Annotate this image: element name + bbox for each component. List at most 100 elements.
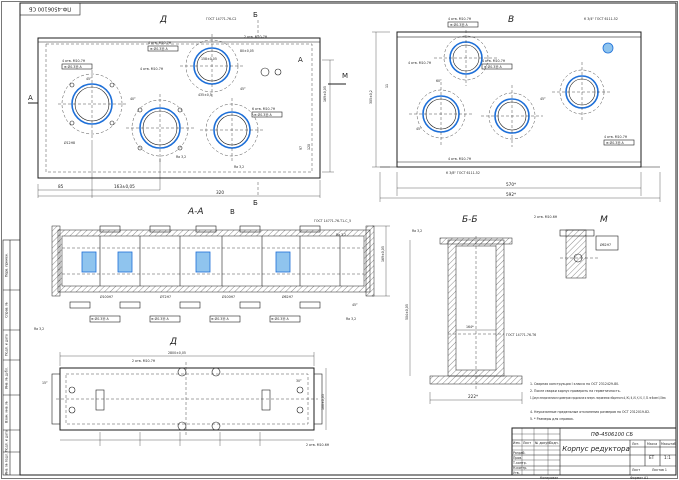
view-d-callout-tol-d: ⊕ Ø0.3Ⓜ А (254, 112, 272, 117)
view-d2-angle: 30° (296, 379, 302, 383)
view-d-angle-b: 40° (130, 97, 136, 101)
title-block-sheet: Лист (632, 468, 640, 472)
note-5: 5. * Размеры для справок. (530, 417, 574, 421)
view-v-angle-b: 60° (436, 79, 442, 83)
view-d-section-a-right: А (298, 56, 303, 64)
view-v-callout-tol-a: ⊕ Ø0.3Ⓜ А (450, 22, 468, 27)
view-v-callout-thread-1: К 3/4" ГОСТ 6111-52 (584, 17, 618, 21)
view-v-callout-holes-a: 4 отв. М10-7Н (448, 17, 472, 21)
view-d-callout-holes-c: 4 отв. М10-7Н (140, 67, 164, 71)
rotated-stamp: ПФ-4506100 СБ (28, 6, 71, 12)
view-d2-label: Д (169, 337, 177, 347)
view-v-angle-a: 45° (416, 127, 422, 131)
view-v-angle-c: 45° (540, 97, 546, 101)
side-cell-5: Взам. инв. № (5, 401, 9, 423)
title-block-row-2: Лист (523, 441, 531, 445)
section-a-a-tol-3: ⊕ Ø0.3Ⓜ А (211, 316, 229, 321)
technical-notes: 1. Сварная конструкция I класса по ОСТ 2… (530, 382, 666, 421)
view-d: Д А А М Б Б (28, 11, 348, 207)
view-d-arrow-b-bottom: Б (253, 199, 258, 207)
section-a-a-ra-1: Ra 3,2 (336, 233, 346, 237)
section-b-b-dim-h: 504±0,05 (405, 304, 409, 320)
title-block-row-8: Т.контр. (512, 461, 527, 465)
title-block-row-4: Подп. (549, 441, 559, 445)
view-d-arrow-m: М (342, 72, 348, 80)
side-cell-7: Инв. № подл. (5, 453, 9, 475)
view-d-callout-holes-e: 2 отв. М10-7Н (244, 35, 268, 39)
view-d2-dim-w: 2800±0,05 (168, 351, 186, 355)
view-v: В 4 отв. М10-7Н ⊕ Ø0.3Ⓜ А 4 отв. М10-7Н … (369, 15, 661, 202)
title-block-format: Формат А1 (630, 476, 648, 480)
view-v-callout-thread-2: К 3/8" ГОСТ 6111-52 (446, 171, 480, 175)
sheet-inner-frame (19, 2, 677, 476)
section-a-a-dia-a: Ø100H7 (100, 294, 113, 299)
side-cell-1: Перв. примен. (5, 253, 9, 277)
note-1: 1. Сварная конструкция I класса по ОСТ 2… (530, 382, 619, 386)
side-table: Перв. примен. Справ. № Подп. и дата Инв.… (2, 239, 21, 476)
view-d-callout-weld-1: ГОСТ 14771-76-С2 (206, 17, 236, 21)
view-v-dim-w2: 592* (506, 192, 516, 197)
view-v-callout-tol-d: ⊕ Ø0.3Ⓜ А (606, 140, 624, 145)
view-d-dim-top-2: 158±0,05 (201, 57, 217, 61)
view-v-callout-holes-d: 4 отв. М10-7Н (604, 135, 628, 139)
section-a-a-ra-3: Ra 3,2 (346, 317, 356, 321)
view-d2: Д 2800±0,05 188±0,05 2 отв. М10-7Н 2 отв… (42, 337, 330, 447)
view-v-callout-holes-b: 4 отв. М10-7Н (408, 61, 432, 65)
note-4: 4. Неуказанные предельные отклонения раз… (530, 410, 650, 414)
view-d-ra-1: Ra 3,2 (176, 155, 186, 159)
view-d-callout-holes-d: 6 отв. М10-7Н (252, 107, 276, 111)
view-d-dim-top-3: 435±0,5 (198, 93, 212, 97)
section-b-b-dim-w2: 164* (466, 325, 474, 329)
section-a-a-dim-h: 169±0,05 (381, 246, 385, 262)
view-d-dim-bot-3: 320 (216, 190, 224, 195)
title-block-lit: Лит. (632, 442, 639, 446)
view-d-dim-hole: Ø12H8 (64, 140, 75, 145)
title-block-copied: Копировал (540, 476, 558, 480)
section-a-a: А-А В (34, 207, 390, 331)
title-block-name: Корпус редуктора (562, 445, 630, 453)
view-d-label: Д (159, 15, 167, 25)
view-d-ra-2: Ra 3,2 (234, 165, 244, 169)
view-m-dim: Ø62H7 (600, 242, 611, 247)
view-d-callout-tol-b: ⊕ Ø0.3Ⓜ А (150, 46, 168, 51)
note-3: 3. Допуск непараллельности диаметров в п… (530, 396, 666, 400)
rotated-stamp-box (19, 2, 81, 16)
view-d-callout-tol-a: ⊕ Ø0.3Ⓜ А (64, 64, 82, 69)
section-a-a-dia-d: Ø62H7 (282, 294, 293, 299)
view-d-section-a-left: А (28, 94, 33, 102)
section-a-a-angle: 45° (352, 303, 358, 307)
section-a-a-arrow-v: В (230, 208, 235, 216)
view-d2-angle-2: 15° (42, 381, 48, 385)
section-a-a-tol-4: ⊕ Ø0.3Ⓜ А (271, 316, 289, 321)
view-d-dim-right-1: 169±0,05 (323, 86, 327, 102)
title-block-scale: Масштаб (661, 442, 676, 446)
section-b-b-dim-w1: 222* (468, 394, 478, 399)
title-block-row-7: Пров. (513, 456, 522, 460)
view-d-dim-right-2: 120 (307, 144, 311, 150)
view-m: М 2 отв. М10-6Н Ø62H7 (534, 215, 619, 279)
view-d-callout-holes-b: 4 отв. М10-7Н (148, 41, 172, 45)
view-v-dim-h1: 305±0,2 (369, 90, 373, 104)
view-d2-callout-2: 2 отв. М10-6Н (306, 443, 330, 447)
view-d2-callout-1: 2 отв. М10-7Н (132, 359, 156, 363)
title-block-cell-2: 1:1 (664, 455, 671, 460)
section-b-b-weld: ГОСТ 14771-76-Т6 (506, 333, 536, 337)
section-b-b: Б-Б 222* 164* 504±0,05 ГОСТ 14771-76-Т6 … (405, 215, 536, 404)
view-d-angle-a: 45° (86, 77, 92, 81)
side-cell-4: Инв. № дубл. (5, 367, 9, 389)
title-block: ПФ-4506100 СБ Корпус редуктора Лит. Масс… (511, 427, 677, 480)
view-m-label: М (600, 215, 608, 225)
view-v-callout-tol-c: ⊕ Ø0.3Ⓜ А (484, 64, 502, 69)
section-b-b-ra: Ra 3,2 (412, 229, 422, 233)
view-v-callout-holes-c: 4 отв. М10-7Н (482, 59, 506, 63)
view-d-dim-bot-2: 163±0,05 (114, 184, 135, 189)
note-2: 2. После сварки корпус проверить на герм… (530, 389, 621, 393)
section-a-a-dia-c: Ø100H7 (222, 294, 235, 299)
title-block-mass: Масса (647, 442, 657, 446)
section-a-a-weld: ГОСТ 14771-76-Т1-С_5 (314, 219, 351, 223)
section-a-a-tol-1: ⊕ Ø0.3Ⓜ А (91, 316, 109, 321)
title-block-cell-1: ЕТ (649, 455, 655, 460)
view-v-callout-holes-e: 4 отв. М10-7Н (448, 157, 472, 161)
side-cell-6: Подп. и дата (5, 430, 9, 452)
view-d-arrow-b-top: Б (253, 11, 258, 19)
